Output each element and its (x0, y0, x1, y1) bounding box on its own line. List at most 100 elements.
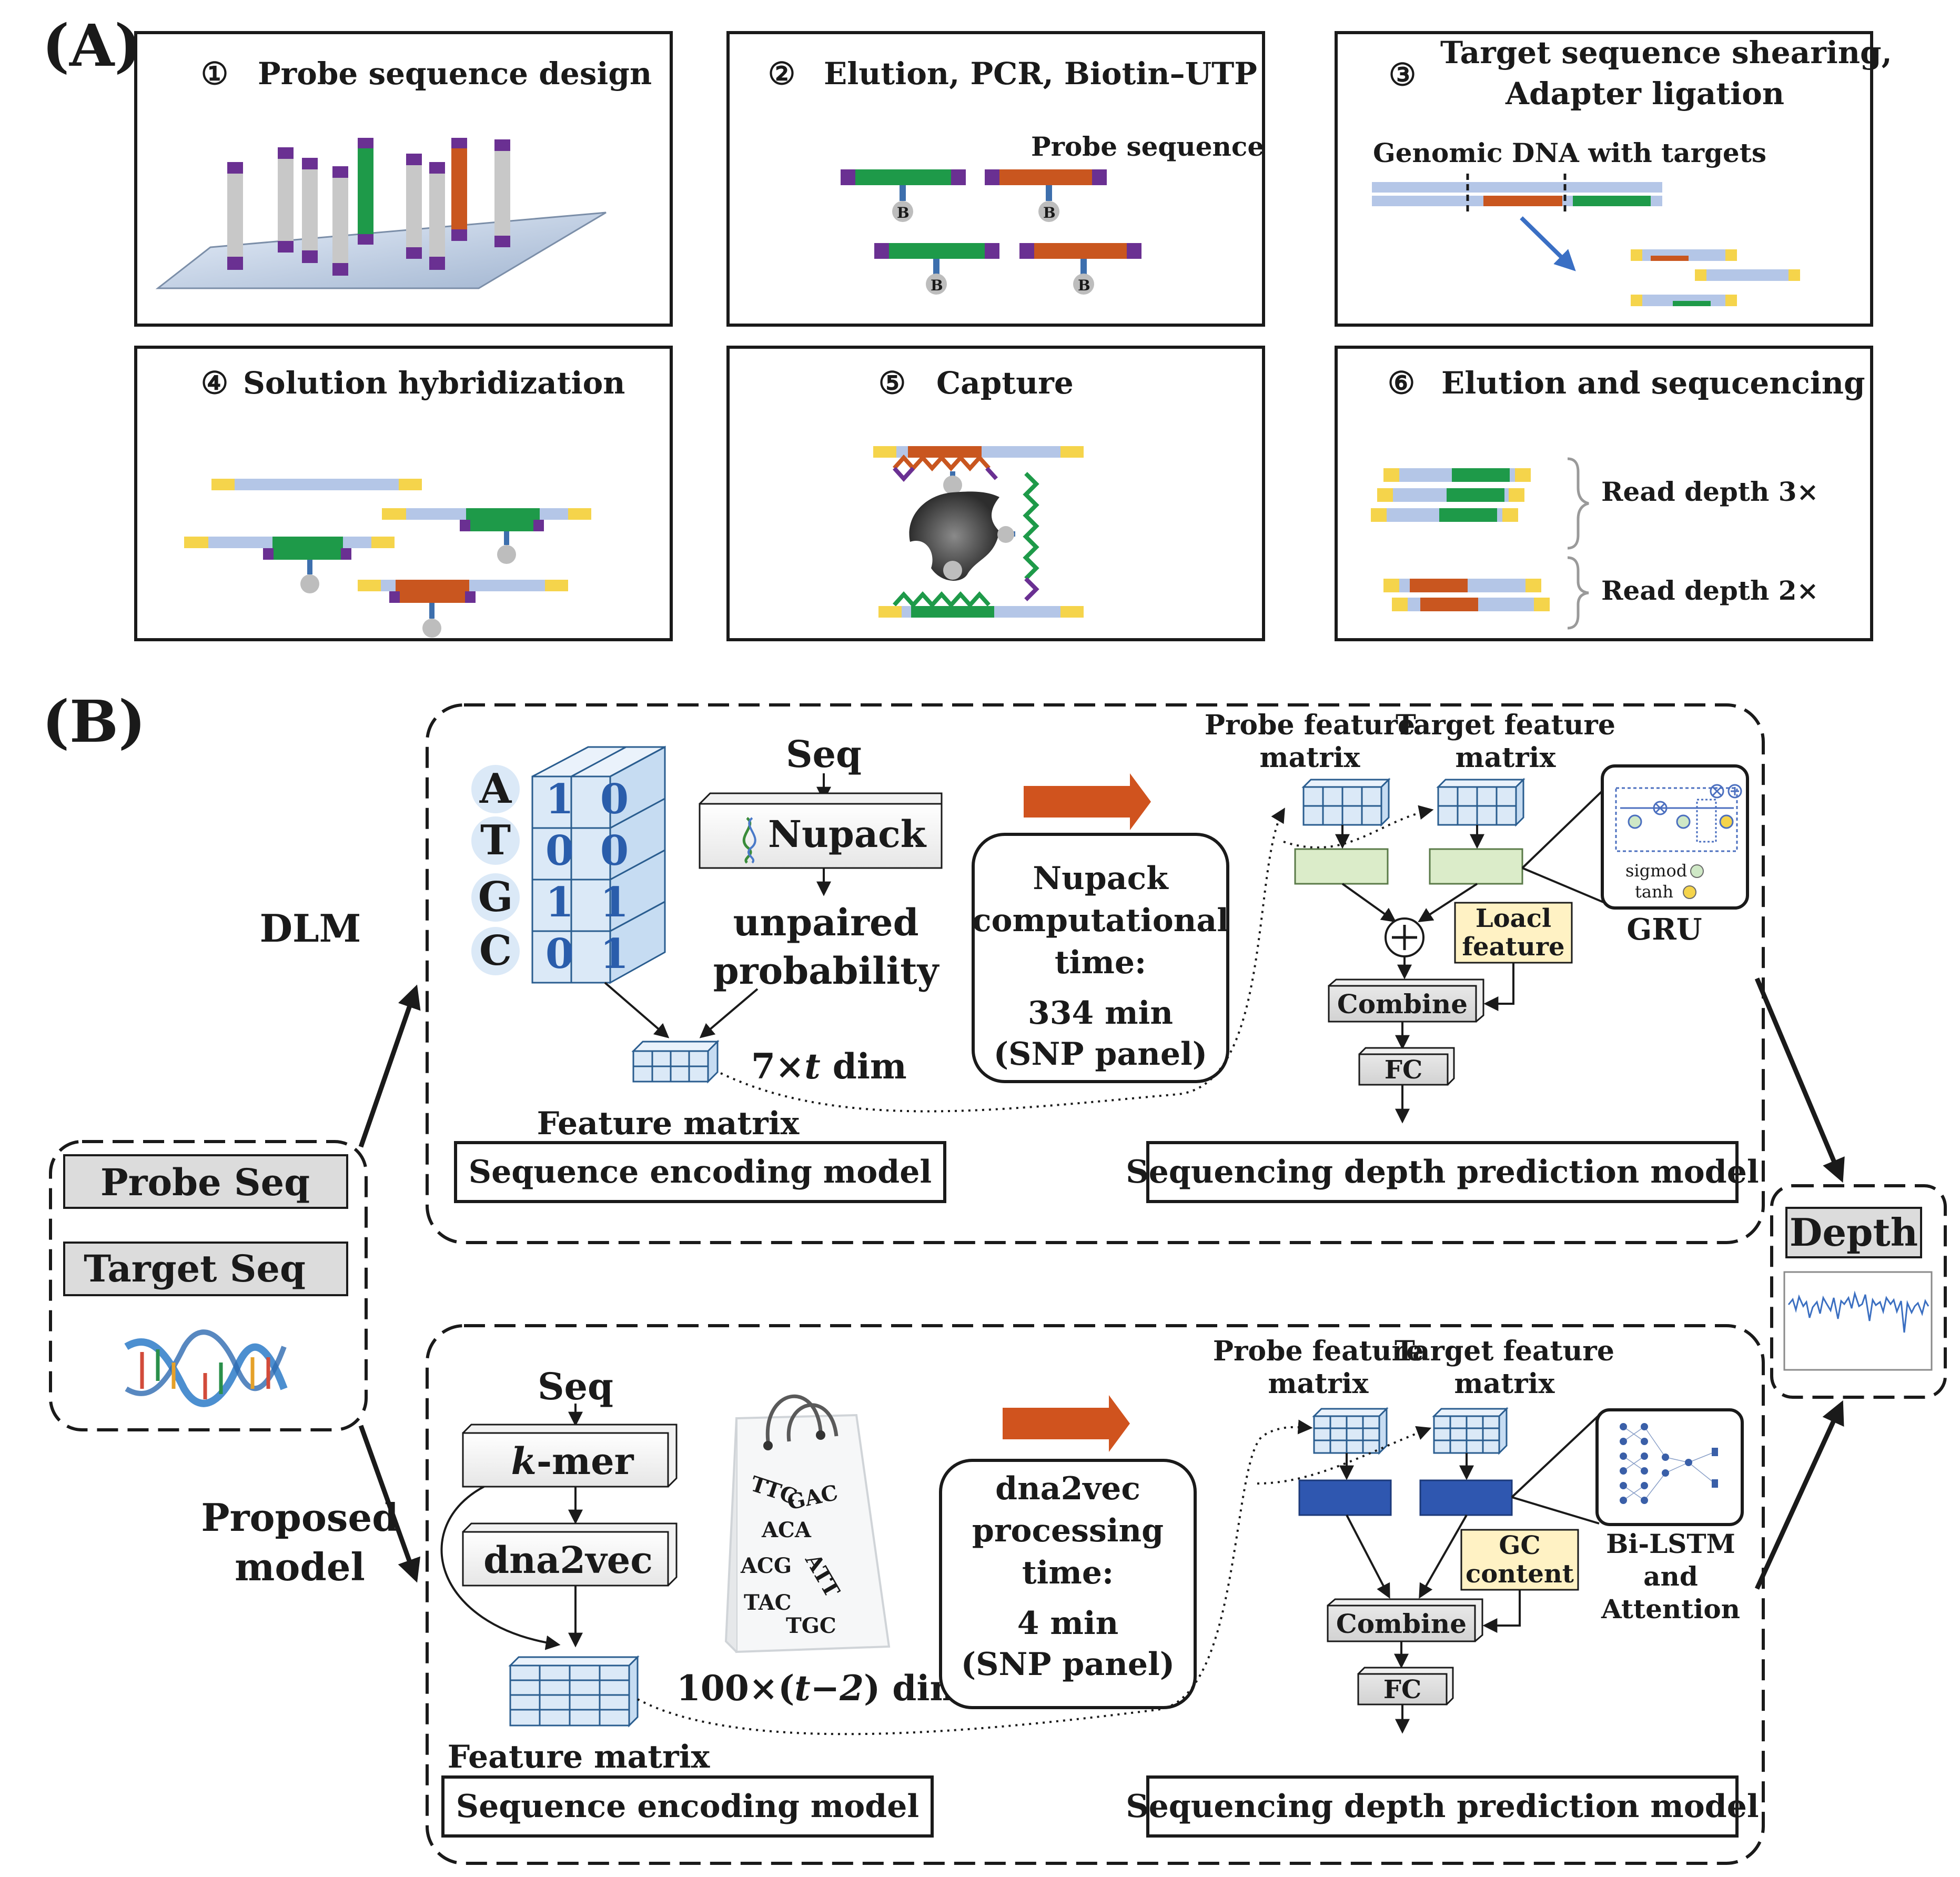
nupack-time-line: (SNP panel) (994, 1036, 1207, 1073)
depth-signal-line (1787, 1290, 1929, 1333)
dlm-encoding-box (454, 1141, 946, 1203)
dlm-prediction-box (1146, 1141, 1739, 1203)
step2-title: Elution, PCR, Biotin–UTP (824, 56, 1257, 92)
proposed-probe-fm-line2: matrix (1268, 1368, 1369, 1400)
dlm-probe-fm-line1: Probe feature (1205, 709, 1415, 741)
unpaired-line1: unpaired (733, 901, 918, 944)
step4-number: ④ (201, 365, 228, 401)
shearing-illustration (1372, 174, 1800, 306)
bilstm-line1: Bi-LSTM (1606, 1528, 1735, 1559)
dlm-encoding-label: Sequence encoding model (469, 1154, 932, 1190)
panel-b-label: (B) (42, 688, 146, 755)
dna2vec-time-value: 4 min (1017, 1605, 1119, 1642)
onehot-cell: 1 (600, 879, 629, 926)
base-c: C (479, 927, 512, 975)
proposed-label-line1: Proposed (201, 1495, 398, 1540)
step3-number: ③ (1389, 57, 1416, 93)
bag-kmer: ACA (761, 1518, 812, 1542)
reads-illustration (1371, 457, 1589, 630)
gru-label: GRU (1626, 912, 1702, 947)
dlm-seq-label: Seq (786, 732, 862, 776)
proposed-encoding-label: Sequence encoding model (456, 1788, 919, 1825)
arrow-input-to-proposed (358, 1425, 421, 1583)
dlm-target-gru-block (1429, 848, 1523, 885)
target-seq-label: Target Seq (84, 1247, 306, 1290)
local-feature-line1: Loacl (1476, 904, 1551, 933)
proposed-feature-matrix-label: Feature matrix (448, 1739, 711, 1775)
dna2vec-box (462, 1522, 678, 1587)
step5-number: ⑤ (878, 365, 906, 401)
proposed-combine-label: Combine (1336, 1608, 1467, 1639)
proposed-combine-box (1327, 1598, 1483, 1642)
proposed-seq-label: Seq (538, 1365, 613, 1408)
bag-kmer: TAC (744, 1590, 791, 1615)
panel-a-label: (A) (42, 12, 142, 79)
depth-label: Depth (1790, 1210, 1918, 1255)
step5-title: Capture (936, 365, 1074, 401)
onehot-cell: 1 (545, 879, 574, 926)
dlm-fc-label: FC (1385, 1055, 1422, 1085)
dlm-probe-gru-block (1294, 848, 1389, 885)
probe-seq-label: Probe Seq (100, 1160, 310, 1204)
input-group (49, 1140, 368, 1431)
gru-tanh-label: tanh (1635, 882, 1673, 902)
proposed-target-fm-line1: Target feature (1395, 1335, 1614, 1367)
proposed-frame (426, 1324, 1765, 1865)
dlm-prediction-label: Sequencing depth prediction model (1126, 1154, 1759, 1190)
depth-group (1770, 1184, 1947, 1399)
dlm-target-fm-line1: Target feature (1396, 709, 1615, 741)
dlm-local-feature-box (1454, 902, 1573, 964)
local-feature-line2: feature (1462, 932, 1564, 962)
onehot-cell: 0 (600, 775, 629, 823)
dna2vec-time-box (939, 1459, 1197, 1709)
nupack-time-line: Nupack (1033, 860, 1169, 897)
tanh-icon (1683, 885, 1696, 899)
hybridization-illustration (184, 479, 591, 638)
dna-helix-icon (124, 1329, 288, 1407)
dna2vec-time-line: (SNP panel) (961, 1646, 1175, 1683)
proposed-target-fm-line2: matrix (1454, 1368, 1555, 1400)
dlm-frame (426, 703, 1765, 1244)
gc-content-line2: content (1466, 1559, 1574, 1589)
proposed-fc-box (1357, 1667, 1454, 1706)
step3-title-line1: Target sequence shearing, (1440, 35, 1892, 70)
dlm-fc-box (1358, 1047, 1455, 1086)
proposed-feature-matrix-icon (508, 1655, 640, 1728)
dlm-dim-label: 7×t dim (751, 1046, 907, 1087)
biotin-b: B (1078, 277, 1090, 294)
proposed-probe-fm-line1: Probe feature (1213, 1335, 1423, 1367)
arrow-proposed-to-depth (1754, 1400, 1844, 1590)
biotin-b: B (897, 204, 910, 221)
probe-sequence-label: Probe sequence (1031, 131, 1264, 162)
dlm-probe-fm-line2: matrix (1260, 742, 1361, 774)
bag-kmer: ACG (740, 1553, 792, 1578)
proposed-probe-fm-icon (1312, 1407, 1389, 1455)
proposed-fc-label: FC (1383, 1675, 1421, 1704)
dlm-combine-label: Combine (1337, 988, 1468, 1020)
proposed-prediction-label: Sequencing depth prediction model (1126, 1788, 1759, 1825)
step2-number: ② (768, 56, 795, 92)
read-depth-2x: Read depth 2× (1601, 575, 1818, 606)
dna2vec-time-line: processing (972, 1512, 1164, 1549)
step6-number: ⑥ (1388, 365, 1415, 401)
proposed-encoding-box (441, 1775, 934, 1838)
kmer-label: k-mer (511, 1439, 634, 1483)
unpaired-line2: probability (713, 949, 940, 993)
dna2vec-time-line: time: (1022, 1555, 1114, 1591)
nupack-time-box (972, 833, 1229, 1083)
bilstm-network-diagram (1620, 1423, 1718, 1504)
arrow-input-to-dlm (358, 984, 421, 1148)
nupack-time-value: 334 min (1028, 995, 1173, 1032)
probe-plate-illustration (155, 138, 607, 289)
arrow-dlm-to-depth (1754, 977, 1845, 1183)
kmer-box (462, 1424, 678, 1488)
sigmoid-icon (1690, 864, 1704, 878)
onehot-cell: 0 (600, 827, 629, 875)
proposed-dotted-connector (637, 1419, 1313, 1735)
proposed-prediction-box (1146, 1775, 1739, 1838)
biotin-probes-illustration: B B B B (841, 169, 1141, 295)
depth-signal-plot (1783, 1271, 1933, 1371)
probe-seq-box (63, 1154, 348, 1209)
nupack-time-line: time: (1055, 944, 1146, 981)
